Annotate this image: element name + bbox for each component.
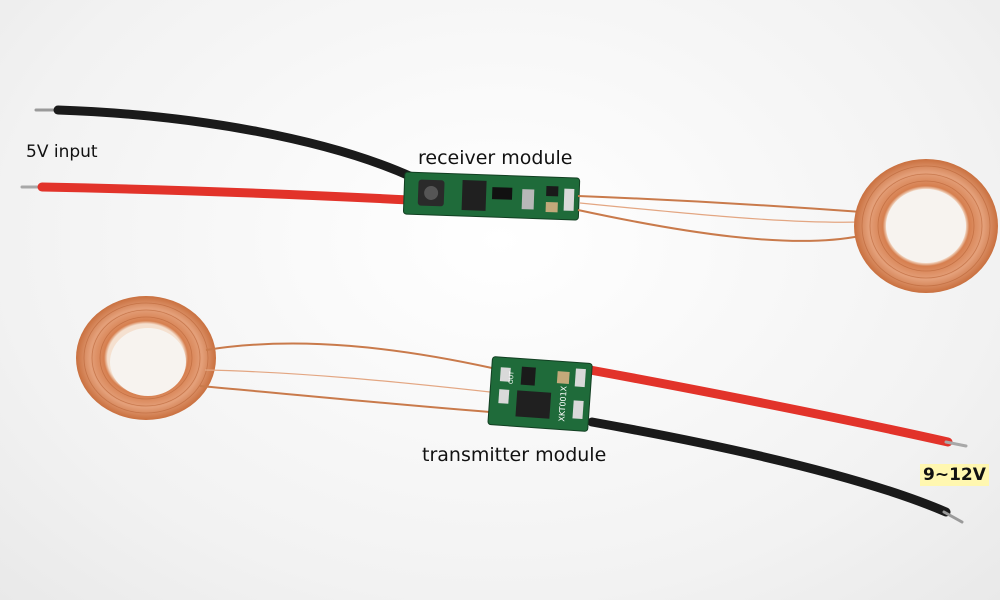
receiver-coil-leads — [577, 195, 863, 242]
receiver-module-label: receiver module — [418, 147, 573, 169]
transmitter-black-wire — [587, 417, 964, 524]
ic-chip — [515, 390, 552, 419]
receiver-red-wire — [20, 182, 415, 205]
transmitter-red-wire — [585, 365, 968, 448]
transmitter-coil — [76, 296, 216, 420]
chip-marking-text: XKT001X — [557, 385, 569, 422]
receiver-coil — [854, 159, 998, 293]
receiver-pcb — [402, 171, 581, 221]
transmitter-pcb: XKT001X OUT — [487, 356, 593, 432]
ic-chip — [461, 180, 487, 211]
receiver-black-wire — [34, 105, 417, 182]
supply-voltage-label: 9~12V — [920, 464, 989, 486]
transmitter-module-label: transmitter module — [422, 444, 607, 466]
transmitter-coil-leads — [199, 342, 493, 413]
out-marking-text: OUT — [508, 371, 516, 385]
input-voltage-label: 5V input — [26, 142, 98, 162]
